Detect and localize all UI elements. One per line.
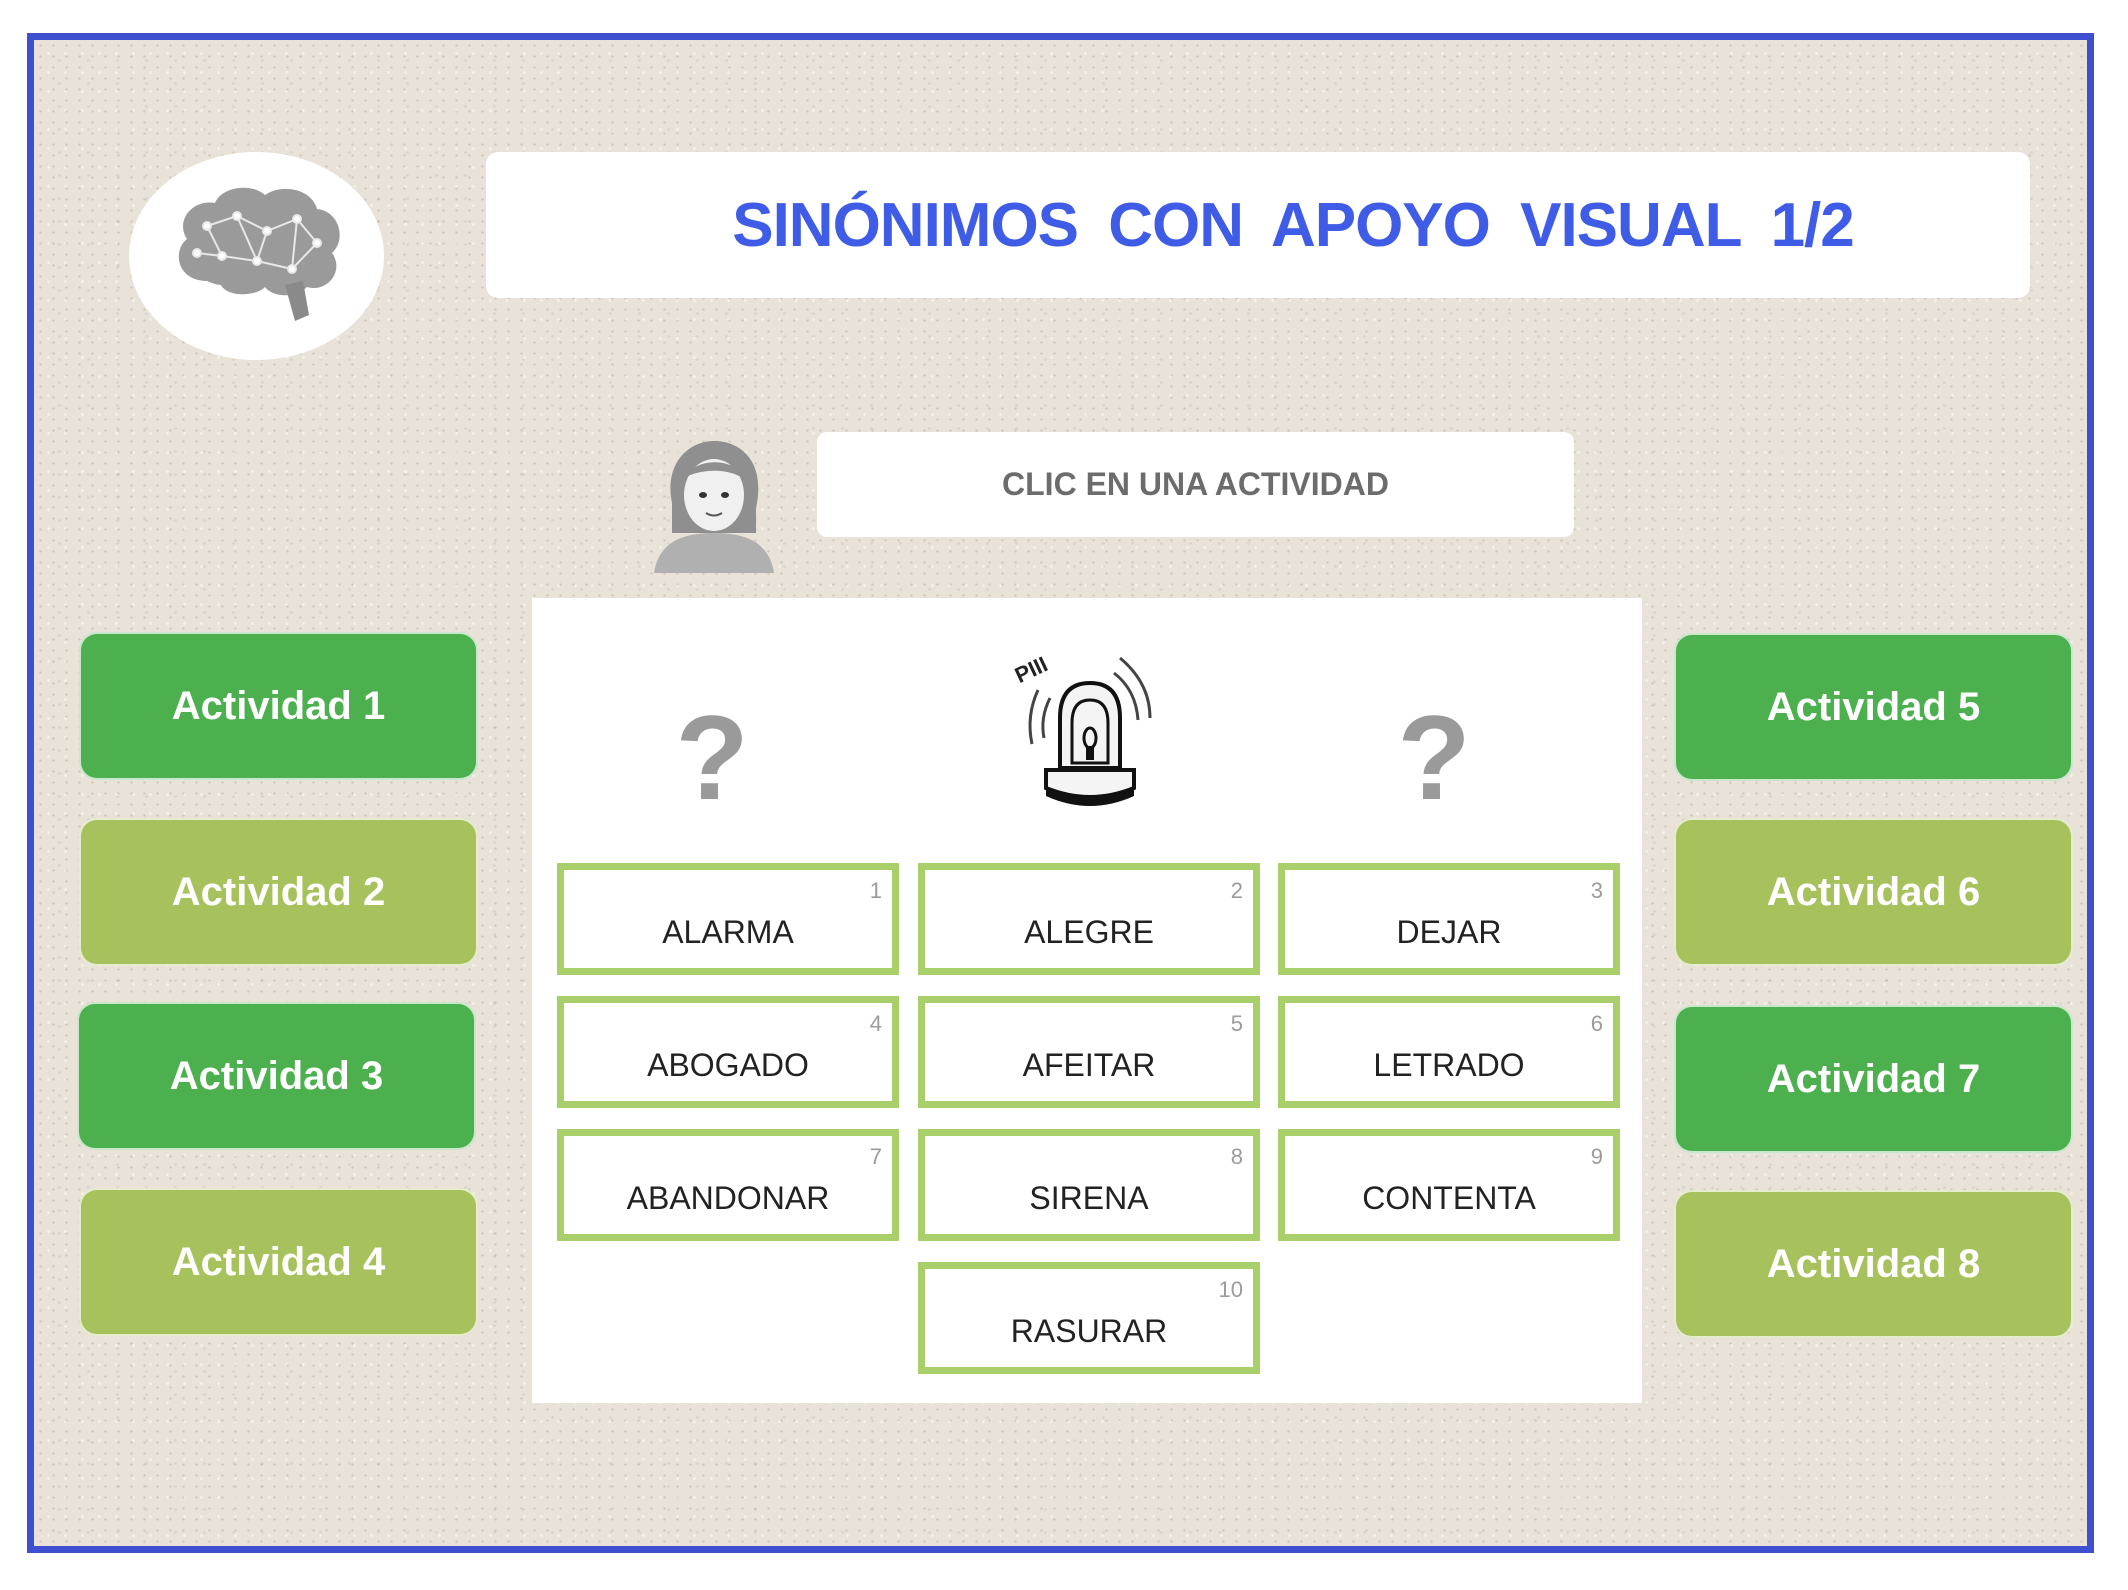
activity-5-button[interactable]: Actividad 5: [1674, 633, 2073, 781]
card-number: 4: [869, 1011, 882, 1036]
card-word: CONTENTA: [1362, 1180, 1536, 1216]
card-word: SIRENA: [1029, 1180, 1149, 1216]
card-word: DEJAR: [1396, 914, 1502, 950]
instruction-text: CLIC EN UNA ACTIVIDAD: [1002, 466, 1389, 502]
app-frame: SINÓNIMOS CON APOYO VISUAL 1/2 CLIC EN U…: [27, 33, 2094, 1553]
word-card-3[interactable]: 3 DEJAR: [1278, 863, 1620, 975]
instruction-box: CLIC EN UNA ACTIVIDAD: [817, 432, 1574, 537]
card-number: 3: [1590, 878, 1603, 903]
word-card-8[interactable]: 8 SIRENA: [918, 1129, 1260, 1241]
activity-1-button[interactable]: Actividad 1: [79, 632, 478, 780]
exercise-panel: ? PIII ? 1 ALARMA 2 ALEGRE: [532, 598, 1642, 1403]
card-word: ALEGRE: [1024, 914, 1154, 950]
word-card-5[interactable]: 5 AFEITAR: [918, 996, 1260, 1108]
card-number: 1: [869, 878, 882, 903]
title-banner: SINÓNIMOS CON APOYO VISUAL 1/2: [486, 152, 2030, 298]
card-number: 9: [1590, 1144, 1603, 1169]
card-word: LETRADO: [1373, 1047, 1525, 1083]
card-word: ABOGADO: [647, 1047, 809, 1083]
siren-caption: PIII: [1011, 651, 1051, 688]
activity-6-button[interactable]: Actividad 6: [1674, 818, 2073, 966]
avatar: [644, 433, 784, 573]
activity-8-button[interactable]: Actividad 8: [1674, 1190, 2073, 1338]
brain-logo: [129, 152, 384, 360]
activity-7-button[interactable]: Actividad 7: [1674, 1005, 2073, 1153]
word-card-1[interactable]: 1 ALARMA: [557, 863, 899, 975]
activity-3-button[interactable]: Actividad 3: [77, 1002, 476, 1150]
card-number: 6: [1590, 1011, 1603, 1036]
card-word: ALARMA: [662, 914, 794, 950]
question-mark-left: ?: [675, 691, 749, 825]
card-word: RASURAR: [1010, 1313, 1168, 1349]
card-number: 2: [1230, 878, 1243, 903]
card-number: 5: [1230, 1011, 1243, 1036]
word-card-4[interactable]: 4 ABOGADO: [557, 996, 899, 1108]
card-number: 8: [1230, 1144, 1243, 1169]
activity-2-button[interactable]: Actividad 2: [79, 818, 478, 966]
word-card-2[interactable]: 2 ALEGRE: [918, 863, 1260, 975]
card-number: 7: [869, 1144, 882, 1169]
activity-4-button[interactable]: Actividad 4: [79, 1188, 478, 1336]
picture-clue: PIII: [1010, 638, 1170, 813]
word-card-7[interactable]: 7 ABANDONAR: [557, 1129, 899, 1241]
word-card-9[interactable]: 9 CONTENTA: [1278, 1129, 1620, 1241]
brain-icon: [178, 187, 340, 321]
question-mark-right: ?: [1397, 691, 1471, 825]
card-number: 10: [1218, 1277, 1243, 1302]
word-card-10[interactable]: 10 RASURAR: [918, 1262, 1260, 1374]
woman-avatar-icon: [654, 441, 774, 573]
card-word: ABANDONAR: [626, 1180, 830, 1216]
word-card-6[interactable]: 6 LETRADO: [1278, 996, 1620, 1108]
card-word: AFEITAR: [1022, 1047, 1156, 1083]
page-title: SINÓNIMOS CON APOYO VISUAL 1/2: [732, 190, 1855, 260]
siren-icon: PIII: [1011, 651, 1152, 806]
